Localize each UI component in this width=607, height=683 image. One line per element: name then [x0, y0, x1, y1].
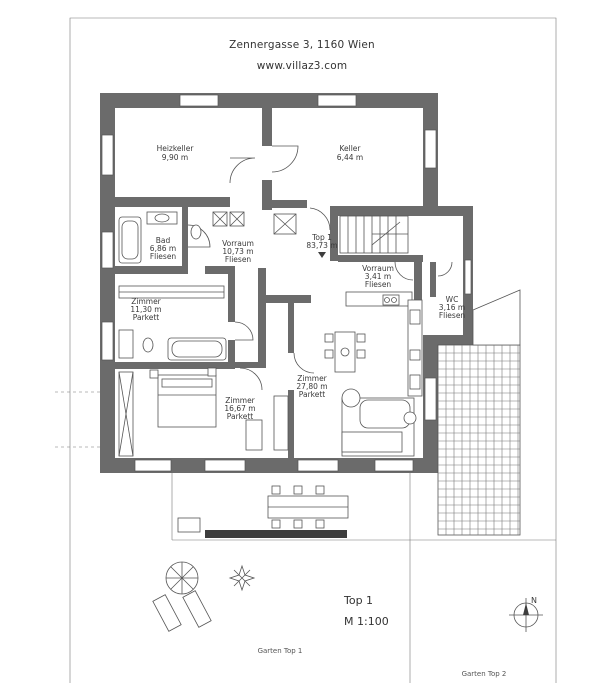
plot-boundary [55, 17, 557, 683]
garden-furniture [152, 561, 256, 632]
kitchen [345, 291, 423, 397]
room-name-vorraum-1: Vorraum [222, 239, 254, 248]
doors [187, 145, 453, 391]
room-floor-zimmer-16: Parkett [227, 412, 253, 421]
patio-tiles [438, 345, 520, 535]
interior-walls [115, 108, 436, 458]
room-name-heizkeller: Heizkeller [157, 144, 195, 153]
room-area-heizkeller: 9,90 m [162, 153, 188, 162]
terrace [171, 473, 411, 541]
room-floor-wc: Fliesen [439, 311, 466, 320]
room-area-zimmer-11: 11,30 m [130, 305, 161, 314]
room-fixtures-zimmer-11 [118, 285, 227, 361]
scale-label: M 1:100 [344, 615, 389, 628]
room-labels: Heizkeller 9,90 m Keller 6,44 m Bad 6,86… [130, 144, 465, 421]
room-name-zimmer-16: Zimmer [225, 396, 255, 405]
room-area-vorraum-2: 3,41 m [365, 272, 391, 281]
garden-label-top-1: Garten Top 1 [258, 647, 303, 655]
room-floor-vorraum-1: Fliesen [225, 255, 252, 264]
address-text: Zennergasse 3, 1160 Wien [229, 39, 375, 51]
living-area [341, 388, 417, 457]
unit-label: Top 1 [343, 594, 373, 607]
entrance-arrow-icon [318, 252, 326, 258]
room-area-wc: 3,16 m [439, 303, 465, 312]
room-name-zimmer-11: Zimmer [131, 297, 161, 306]
room-name-vorraum-2: Vorraum [362, 264, 394, 273]
unit-area-top-1: 83,73 m [306, 241, 337, 250]
room-area-keller: 6,44 m [337, 153, 363, 162]
room-area-zimmer-27: 27,80 m [296, 382, 327, 391]
shafts [212, 211, 297, 235]
staircase [339, 215, 409, 254]
room-floor-zimmer-27: Parkett [299, 390, 325, 399]
garden-label-top-2: Garten Top 2 [462, 670, 507, 678]
room-name-zimmer-27: Zimmer [297, 374, 327, 383]
room-name-bad: Bad [156, 236, 171, 245]
room-floor-bad: Fliesen [150, 252, 177, 261]
tiled-patio [437, 289, 521, 536]
dining-table [324, 331, 366, 373]
room-floor-zimmer-11: Parkett [133, 313, 159, 322]
website-text: www.villaz3.com [257, 60, 348, 72]
bathroom-fixtures [118, 211, 202, 264]
room-name-wc: WC [446, 295, 459, 304]
windows [101, 94, 472, 472]
room-fixtures-zimmer-16 [118, 367, 289, 457]
room-area-zimmer-16: 16,67 m [224, 404, 255, 413]
north-label: N [531, 596, 537, 605]
room-floor-vorraum-2: Fliesen [365, 280, 392, 289]
room-name-keller: Keller [339, 144, 361, 153]
room-area-vorraum-1: 10,73 m [222, 247, 253, 256]
north-arrow-icon: N [509, 596, 543, 632]
room-area-bad: 6,86 m [150, 244, 176, 253]
unit-name-top-1: Top 1 [311, 233, 332, 242]
